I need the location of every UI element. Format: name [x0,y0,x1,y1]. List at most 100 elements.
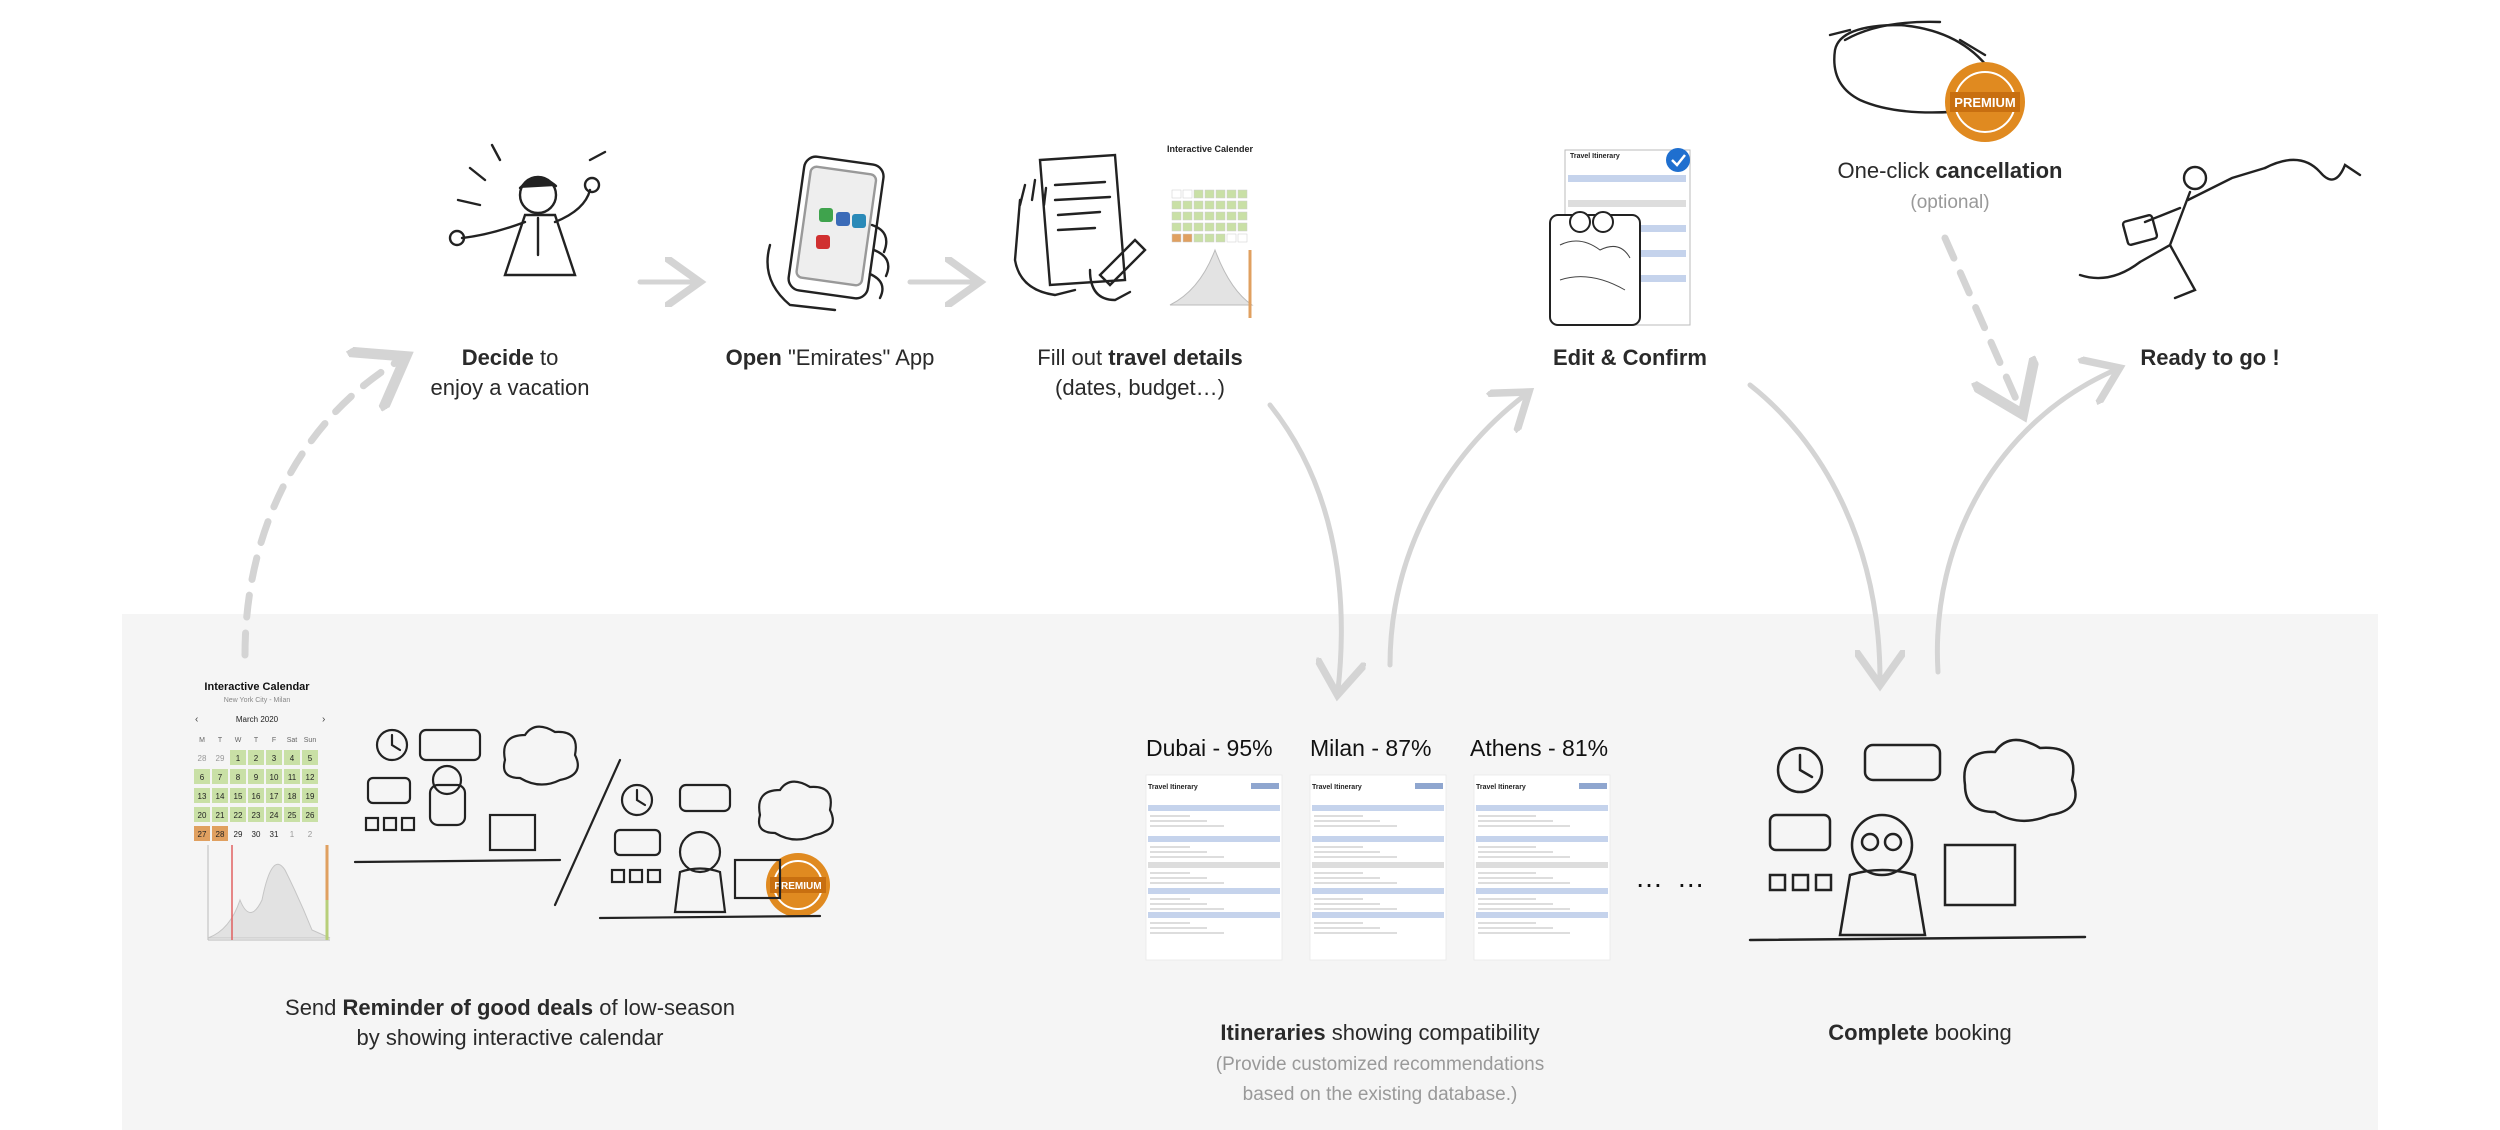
arrow-complete-ready [1934,370,2115,675]
premium-badge-icon: PREMIUM [766,853,830,917]
calendar-day-cell [284,807,300,822]
calendar-day-cell [302,769,318,784]
calendar-day-cell [302,750,318,765]
calendar-day-cell [248,788,264,803]
itinerary-document-icon: Travel Itinerary [1549,148,1691,326]
calendar-day-cell [266,807,282,822]
calendar-day: 9 [254,773,259,782]
more-destinations-ellipsis: … … [1635,862,1708,893]
calendar-day: 31 [270,830,279,839]
robot-agent-scene-icon [353,725,622,907]
calendar-day-cell [248,750,264,765]
mini-calendar-title: Interactive Calender [1167,144,1254,154]
calendar-day-cell [212,826,228,841]
calendar-day: 12 [306,773,315,782]
premium-badge-text: PREMIUM [1954,95,2015,110]
mini-calendar-cell [1182,211,1193,221]
calendar-day-cell [302,788,318,803]
itineraries-caption: Itineraries showing compatibility (Provi… [1150,1018,1610,1108]
reminder-rest: of low-season [593,995,735,1020]
reminder-pre: Send [285,995,343,1020]
calendar-prev-icon: ‹ [195,714,198,725]
itinerary-card-title: Travel Itinerary [1476,784,1526,791]
mini-calendar-cell [1193,211,1204,221]
calendar-day-cell [212,788,228,803]
calendar-day: 20 [198,811,207,820]
calendar-day: 7 [218,773,223,782]
itinerary-card[interactable]: Travel Itinerary [1145,774,1283,961]
itinerary-card[interactable]: Travel Itinerary [1473,774,1611,961]
calendar-day: 24 [270,811,279,820]
calendar-day: 15 [234,792,243,801]
calendar-day-cell [230,769,246,784]
step-decide-strong: Decide [461,345,534,370]
mini-calendar-cell [1171,200,1182,210]
calendar-title: Interactive Calendar [204,681,310,693]
step-open-rest: "Emirates" App [781,345,935,370]
calendar-day: 4 [290,754,295,763]
calendar-day-cell [266,769,282,784]
step-edit: Edit & Confirm [1500,343,1760,373]
itinerary-card-title: Travel Itinerary [1148,784,1198,791]
step-ready: Ready to go ! [2080,343,2340,373]
calendar-day: 29 [216,754,225,763]
arrow-cancel-ready [1941,234,2020,408]
mini-calendar-cell [1193,189,1204,199]
mini-calendar-cell [1215,222,1226,232]
calendar-month: March 2020 [236,715,279,724]
step-decide-rest: to [533,345,559,370]
calendar-day: 22 [234,811,243,820]
step-decide: Decide to enjoy a vacation [380,343,640,403]
mini-calendar-cell [1226,233,1237,243]
calendar-day: 1 [236,754,241,763]
mini-calendar-cell [1215,189,1226,199]
mini-calendar-cell [1182,189,1193,199]
calendar-day: 1 [290,830,295,839]
calendar-day-cell [212,807,228,822]
mini-calendar-cell [1237,211,1248,221]
itinerary-card[interactable]: Travel Itinerary [1309,774,1447,961]
calendar-day-cell [266,750,282,765]
calendar-day-cell [284,750,300,765]
destination-label-milan: Milan - 87% [1310,735,1432,761]
mini-calendar-icon: Interactive Calender [1167,144,1254,318]
hand-phone-icon [766,155,890,312]
step-cancel: One-click cancellation (optional) [1800,156,2100,216]
calendar-day: 13 [198,792,207,801]
calendar-day: 11 [288,773,297,782]
step-cancel-pre: One-click [1837,158,1936,183]
calendar-weekday: F [272,737,276,744]
step-fill-line2: (dates, budget…) [1055,375,1225,400]
premium-badge-icon: PREMIUM [1945,62,2025,142]
writing-hands-icon [1013,153,1147,302]
itineraries-rest: showing compatibility [1325,1020,1540,1045]
mini-calendar-cell [1204,222,1215,232]
celebrating-person-icon [448,143,607,277]
calendar-price-chart [207,845,331,941]
step-edit-strong: Edit & Confirm [1553,345,1707,370]
calendar-day: 3 [272,754,277,763]
complete-caption: Complete booking [1780,1018,2060,1048]
itinerary-card-title: Travel Itinerary [1312,784,1362,791]
premium-badge-text: PREMIUM [774,881,821,892]
interactive-calendar: Interactive Calendar New York City - Mil… [194,681,331,941]
calendar-day-cell [230,788,246,803]
calendar-day: 2 [308,830,313,839]
calendar-day: 29 [234,830,243,839]
calendar-day: 28 [198,754,207,763]
mini-calendar-cell [1171,189,1182,199]
calendar-day-cell [248,807,264,822]
step-fill: Fill out travel details (dates, budget…) [1000,343,1280,403]
mini-calendar-cell [1226,189,1237,199]
mini-calendar-cell [1204,200,1215,210]
mini-calendar-cell [1171,222,1182,232]
step-cancel-line2: (optional) [1910,192,1990,213]
arrow-reminder-decide [241,360,400,659]
arrow-itineraries-edit [1387,395,1525,668]
calendar-day: 21 [216,811,225,820]
step-open-strong: Open [725,345,782,370]
mini-calendar-cell [1182,200,1193,210]
calendar-day: 28 [216,830,225,839]
mini-calendar-cell [1204,233,1215,243]
